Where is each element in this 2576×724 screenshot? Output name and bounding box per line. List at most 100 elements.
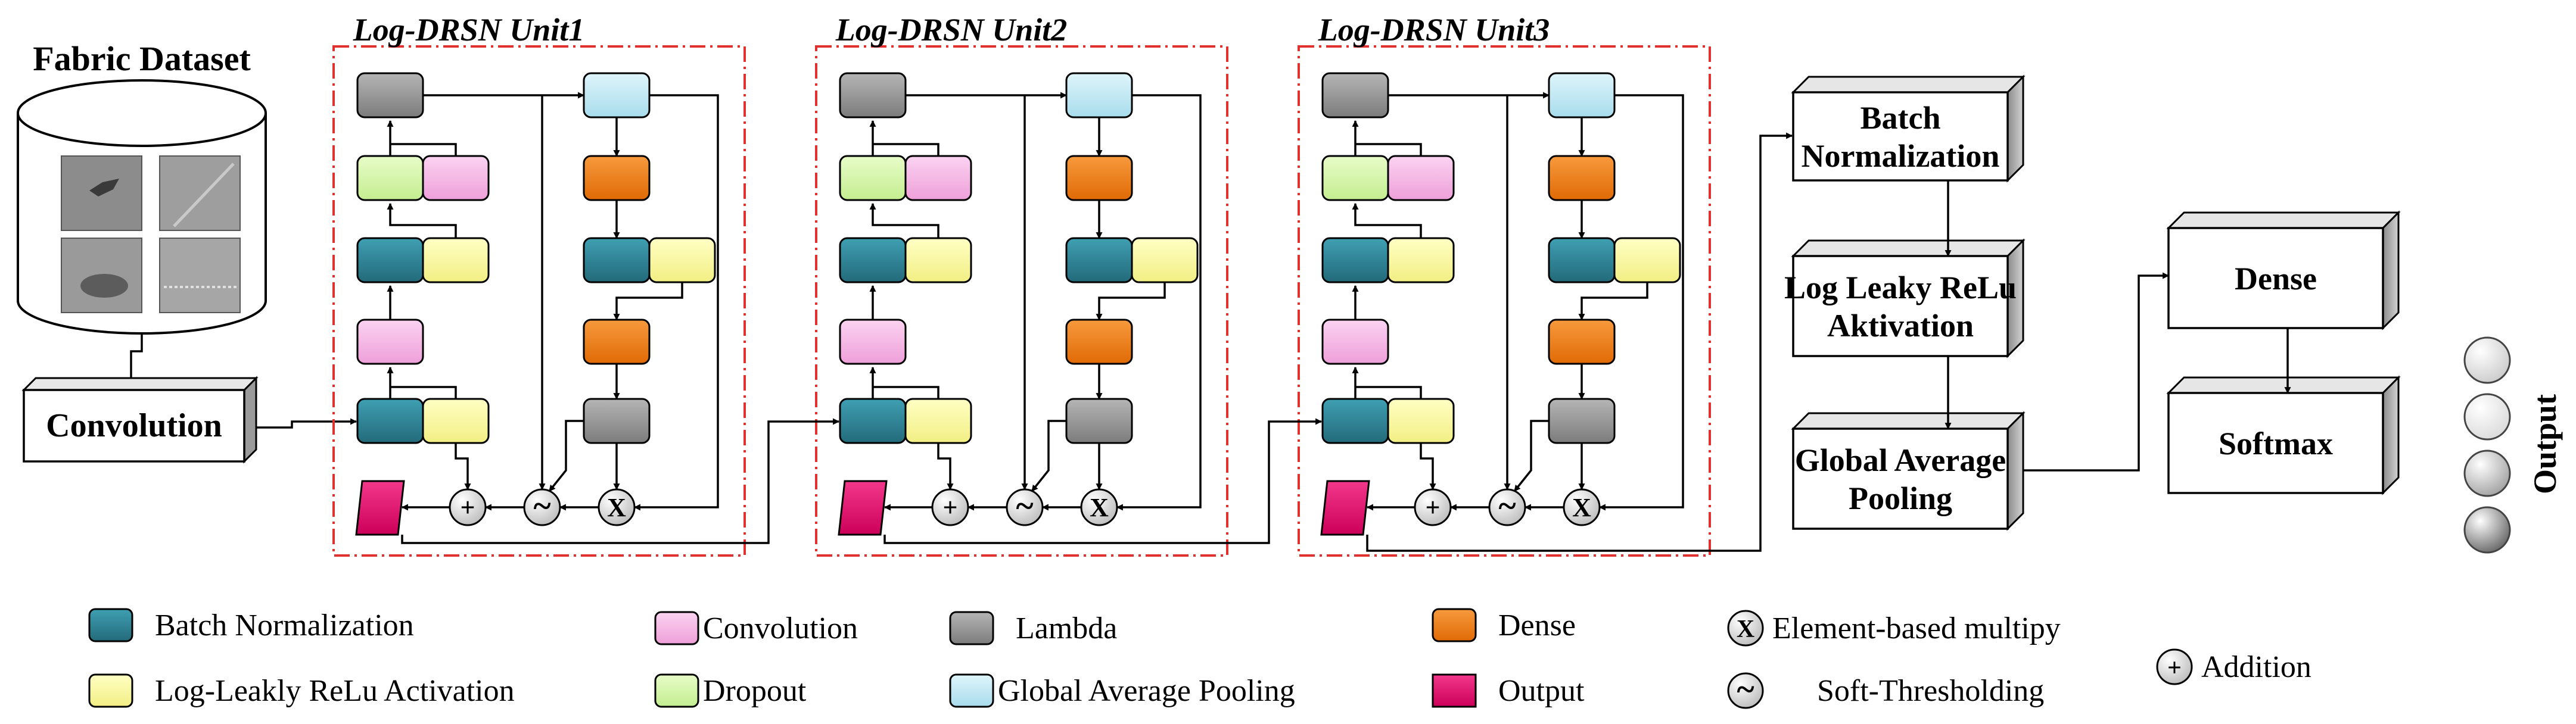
legend-swatch xyxy=(88,673,133,708)
unit2-batch-norm-block-right xyxy=(1065,237,1133,283)
legend-label: Global Average Pooling xyxy=(998,674,1295,708)
svg-text:~: ~ xyxy=(1016,488,1033,525)
legend-item-4: Dense xyxy=(1432,608,1576,642)
unit1-batch-norm-block-bottom xyxy=(356,398,424,444)
output-nodes: Output xyxy=(2463,336,2563,554)
legend-label: Convolution xyxy=(703,611,858,645)
legend-label: Batch Normalization xyxy=(155,608,414,642)
dataset-title: Fabric Dataset xyxy=(33,39,251,78)
legend-swatch xyxy=(1432,608,1477,642)
unit1-output-block xyxy=(355,480,405,536)
head-dense: Dense xyxy=(2166,210,2401,330)
unit3-lambda-block-bottom xyxy=(1548,398,1616,444)
unit2-batch-norm-block-bottom xyxy=(839,398,907,444)
log-drsn-unit-1: Log-DRSN Unit1+~X xyxy=(332,12,746,557)
fabric-sample-2 xyxy=(159,155,241,231)
stem-convolution-block: Convolution xyxy=(21,376,259,464)
fabric-sample-4 xyxy=(159,238,241,313)
unit3-output-block xyxy=(1320,480,1370,536)
unit3-dense-block-top xyxy=(1548,155,1616,201)
head-global-average-pooling-label-2: Pooling xyxy=(1849,480,1952,516)
unit1-border xyxy=(332,45,746,557)
unit1-lambda-block-bottom xyxy=(583,398,651,444)
output-node-1 xyxy=(2463,336,2511,384)
head-log-leaky-activation-label-2: Aktivation xyxy=(1827,308,1974,344)
legend-symbol xyxy=(2156,648,2193,685)
legend-item-8: Global Average Pooling xyxy=(949,673,1295,708)
legend-item-3: Lambda xyxy=(949,611,1117,645)
head-softmax: Softmax xyxy=(2166,375,2401,495)
unit2-output-block xyxy=(838,480,888,536)
legend-label: Soft-Thresholding xyxy=(1817,674,2044,708)
svg-text:X: X xyxy=(1572,493,1591,522)
output-node-3 xyxy=(2463,450,2511,497)
unit1-addition-node: + xyxy=(449,488,487,526)
unit3-addition-node: + xyxy=(1414,488,1452,526)
unit2-lambda-block-top xyxy=(839,72,907,118)
head-batch-normalization-label-2: Normalization xyxy=(1802,138,2000,174)
unit3-multiply-node: X xyxy=(1563,488,1601,526)
legend-symbol xyxy=(1727,672,1764,709)
legend-label: Addition xyxy=(2201,650,2311,684)
unit3-convolution-block-bottom xyxy=(1321,319,1389,365)
unit1-lambda-block-top xyxy=(356,72,424,118)
unit2-lambda-block-bottom xyxy=(1065,398,1133,444)
unit3-dense-block-bottom xyxy=(1548,319,1616,365)
unit1-log-leaky-block-right xyxy=(648,237,716,283)
log-drsn-unit-3: Log-DRSN Unit3+~X xyxy=(1298,12,1711,557)
legend-item-11: + Addition xyxy=(2156,648,2311,685)
unit2-convolution-block-bottom xyxy=(839,319,907,365)
unit3-gap-block xyxy=(1548,72,1616,118)
unit2-border xyxy=(815,45,1228,557)
legend-item-9: Output xyxy=(1432,673,1585,708)
unit2-addition-node: + xyxy=(931,488,969,526)
output-label: Output xyxy=(2527,394,2563,494)
output-node-2 xyxy=(2463,393,2511,441)
unit3-batch-norm-block-mid xyxy=(1321,237,1389,283)
head-softmax-label-1: Softmax xyxy=(2219,426,2333,461)
unit1-log-leaky-block-bottom xyxy=(422,398,490,444)
unit3-log-leaky-block-mid xyxy=(1387,237,1455,283)
fabric-dataset: Fabric Dataset xyxy=(17,39,267,335)
unit1-dense-block-top xyxy=(583,155,651,201)
unit3-convolution-block-top xyxy=(1387,155,1455,201)
svg-text:X: X xyxy=(1090,493,1109,522)
head-dense-label-1: Dense xyxy=(2235,261,2317,297)
svg-text:+: + xyxy=(942,493,957,522)
unit2-log-leaky-block-bottom xyxy=(904,398,972,444)
unit3-dropout-block xyxy=(1321,155,1389,201)
unit3-lambda-block-top xyxy=(1321,72,1389,118)
legend-swatch xyxy=(1432,673,1477,708)
unit2-gap-block xyxy=(1065,72,1133,118)
unit2-log-leaky-block-mid xyxy=(904,237,972,283)
legend-item-1: Batch Normalization xyxy=(88,608,414,642)
unit1-gap-block xyxy=(583,72,651,118)
unit1-dense-block-bottom xyxy=(583,319,651,365)
arrow-unit3-to-head xyxy=(1366,132,1793,552)
unit2-batch-norm-block-mid xyxy=(839,237,907,283)
legend-swatch xyxy=(949,611,994,645)
legend-label: Output xyxy=(1498,674,1585,708)
legend-symbol xyxy=(1727,610,1764,647)
unit2-dropout-block xyxy=(839,155,907,201)
output-node-4 xyxy=(2463,506,2511,554)
svg-text:~: ~ xyxy=(533,488,550,525)
svg-text:+: + xyxy=(2167,654,2182,682)
unit3-border xyxy=(1298,45,1711,557)
unit1-convolution-block-bottom xyxy=(356,319,424,365)
unit2-multiply-node: X xyxy=(1080,488,1118,526)
fabric-sample-images xyxy=(61,155,241,313)
legend-label: Element-based multipy xyxy=(1772,611,2061,645)
unit3-log-leaky-block-bottom xyxy=(1387,398,1455,444)
arrow-unit2-to-unit3 xyxy=(883,418,1323,544)
head-batch-normalization-label-1: Batch xyxy=(1861,100,1941,136)
unit1-log-leaky-block-mid xyxy=(422,237,490,283)
unit2-dense-block-bottom xyxy=(1065,319,1133,365)
legend-item-6: Log-Leakly ReLu Activation xyxy=(88,673,515,708)
legend-item-7: Dropout xyxy=(654,673,807,708)
legend-item-10: ~Soft-Thresholding xyxy=(1727,671,2044,709)
stem-convolution-label: Convolution xyxy=(46,407,222,444)
